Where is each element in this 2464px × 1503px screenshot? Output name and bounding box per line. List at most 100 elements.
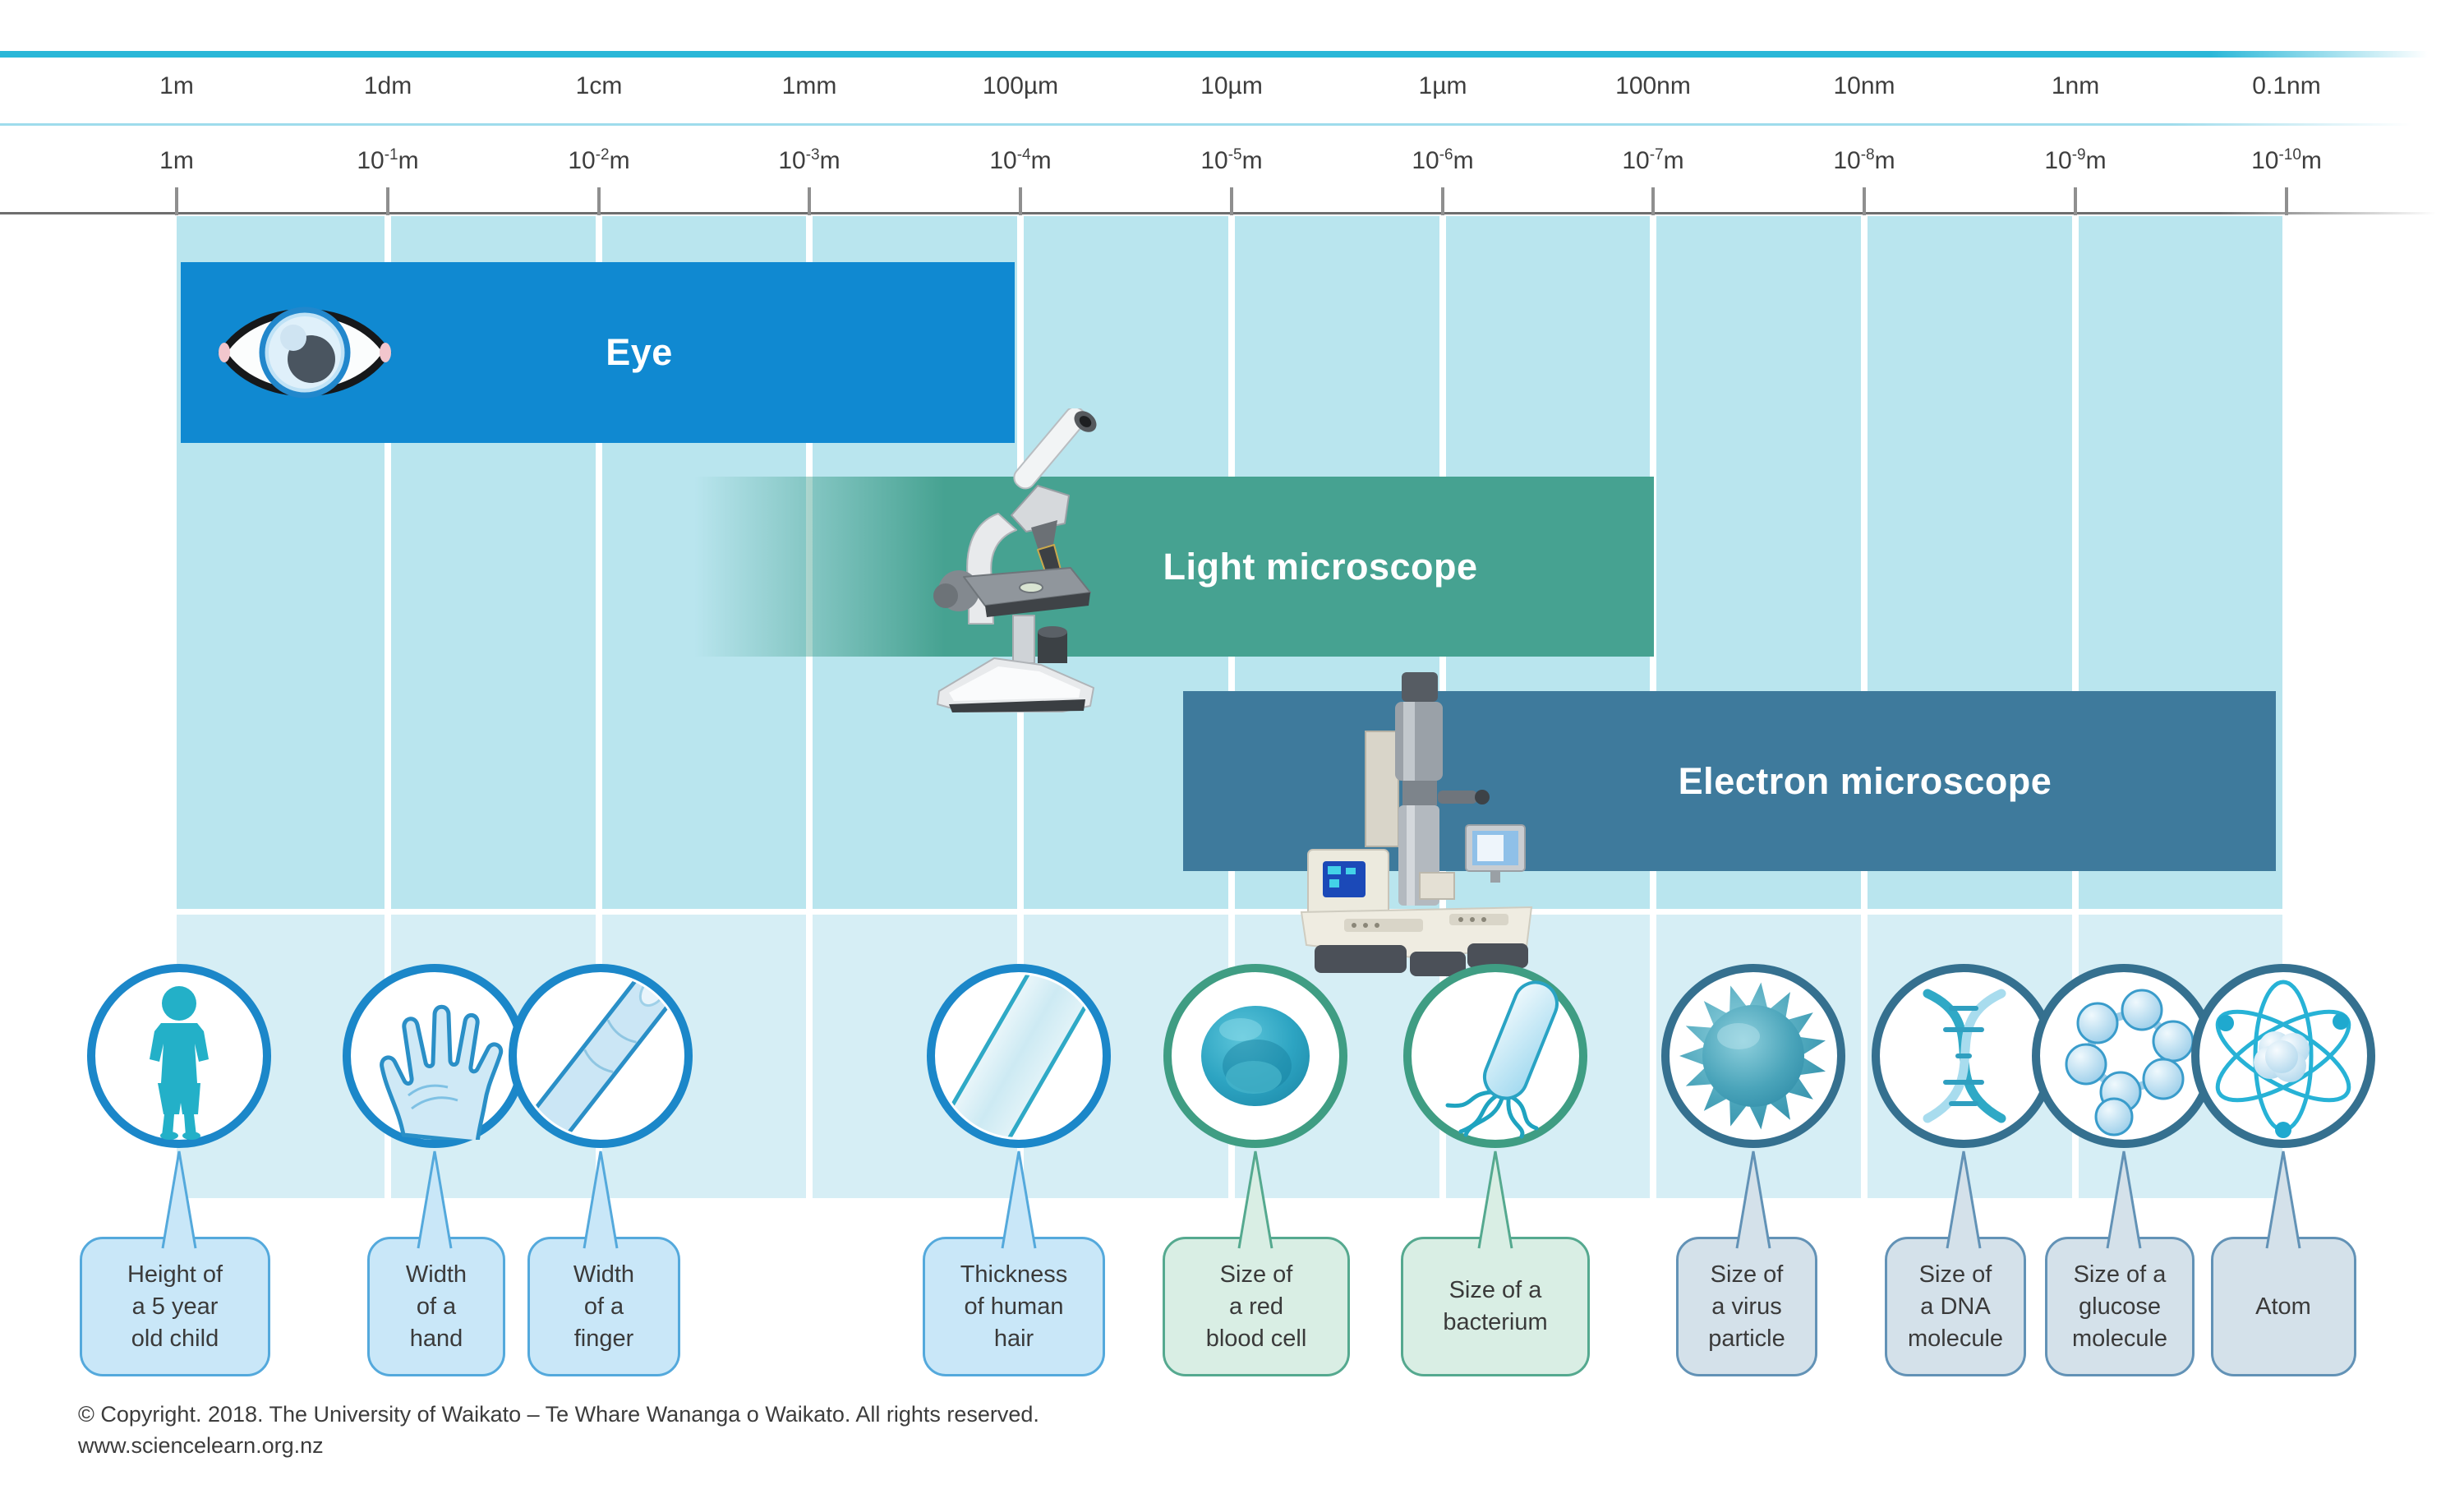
power-unit: m xyxy=(1663,147,1684,174)
callout-line: Atom xyxy=(2255,1293,2311,1320)
callout-line: molecule xyxy=(2071,1325,2168,1352)
power-exponent: -1 xyxy=(384,146,398,164)
callout-line: bacterium xyxy=(1443,1309,1548,1335)
axis-power-label: 10-5m xyxy=(1200,146,1262,175)
callout-pointer xyxy=(1237,1149,1273,1249)
callout-bacterium: Size of a bacterium xyxy=(1401,1237,1590,1376)
axis-size-label: 1mm xyxy=(781,72,837,99)
power-unit: m xyxy=(398,147,419,174)
axis-power-label: 10-1m xyxy=(357,146,418,175)
power-unit: m xyxy=(1453,147,1474,174)
hair-circle xyxy=(927,964,1111,1148)
callout-line: Size of a xyxy=(1448,1277,1542,1303)
axis-power-label: 10-8m xyxy=(1833,146,1895,175)
axis-power-label: 10-6m xyxy=(1412,146,1473,175)
gridline xyxy=(806,915,813,1198)
callout-line: a red xyxy=(1228,1293,1284,1320)
copyright-text: © Copyright. 2018. The University of Wai… xyxy=(78,1402,1039,1427)
power-exponent: -6 xyxy=(1439,146,1453,164)
axis-size-label: 0.1nm xyxy=(2252,72,2321,99)
axis-divider-line xyxy=(0,123,2420,126)
gridline xyxy=(1861,216,1868,909)
power-base: 10 xyxy=(2251,147,2279,174)
gridline xyxy=(1650,915,1656,1198)
callout-line: Size of xyxy=(1918,1261,1992,1288)
callout-pointer xyxy=(161,1149,197,1249)
virus-circle xyxy=(1661,964,1845,1148)
power-unit: m xyxy=(2085,147,2107,174)
callout-line: of human xyxy=(964,1293,1064,1320)
callout-line: Size of a xyxy=(2073,1261,2167,1288)
axis-power-label: 1m xyxy=(159,146,194,175)
eye-icon xyxy=(218,307,392,399)
power-unit: m xyxy=(819,147,841,174)
power-unit: m xyxy=(1030,147,1052,174)
light-bar-label: Light microscope xyxy=(1163,545,1478,588)
glucose-circle xyxy=(2032,964,2216,1148)
axis-baseline xyxy=(0,212,2448,214)
dna-circle xyxy=(1872,964,2056,1148)
callout-line: hair xyxy=(993,1325,1034,1352)
callout-line: Height of xyxy=(127,1261,223,1288)
axis-size-label: 100nm xyxy=(1615,72,1691,99)
power-unit: m xyxy=(1874,147,1895,174)
axis-tick xyxy=(386,187,389,215)
callout-line: finger xyxy=(573,1325,634,1352)
axis-power-label: 10-10m xyxy=(2251,146,2322,175)
axis-size-label: 1nm xyxy=(2051,72,2100,99)
callout-line: Thickness xyxy=(960,1261,1068,1288)
axis-size-label: 1dm xyxy=(363,72,412,99)
power-base: 10 xyxy=(989,147,1017,174)
finger-circle xyxy=(509,964,693,1148)
power-exponent: -7 xyxy=(1649,146,1664,164)
power-unit: m xyxy=(609,147,630,174)
power-unit: m xyxy=(1241,147,1263,174)
callout-line: molecule xyxy=(1907,1325,2004,1352)
callout-pointer xyxy=(1735,1149,1771,1249)
atom-circle xyxy=(2191,964,2375,1148)
power-unit: m xyxy=(173,147,194,174)
callout-line: Size of xyxy=(1219,1261,1293,1288)
callout-line: hand xyxy=(409,1325,463,1352)
power-base: 10 xyxy=(1833,147,1861,174)
axis-size-label: 1µm xyxy=(1418,72,1467,99)
electron-bar-label: Electron microscope xyxy=(1678,759,2052,802)
axis-size-label: 10µm xyxy=(1200,72,1263,99)
axis-tick xyxy=(808,187,811,215)
electron-microscope-illustration xyxy=(1300,672,1533,976)
power-exponent: -8 xyxy=(1860,146,1875,164)
callout-line: of a xyxy=(583,1293,624,1320)
power-exponent: -10 xyxy=(2278,146,2301,164)
axis-size-label: 100µm xyxy=(982,72,1059,99)
callout-line: Size of xyxy=(1710,1261,1784,1288)
axis-size-label: 1cm xyxy=(575,72,623,99)
axis-size-label: 1m xyxy=(159,72,194,99)
gridline xyxy=(2072,216,2079,909)
power-exponent: -9 xyxy=(2071,146,2086,164)
eye-bar-label: Eye xyxy=(606,331,673,373)
power-base: 10 xyxy=(1412,147,1439,174)
power-exponent: -3 xyxy=(805,146,820,164)
axis-tick xyxy=(1441,187,1444,215)
callout-line: a virus xyxy=(1711,1293,1782,1320)
axis-power-label: 10-3m xyxy=(778,146,840,175)
red-blood-cell-circle xyxy=(1163,964,1347,1148)
callout-hair: Thickness of human hair xyxy=(923,1237,1105,1376)
light-microscope-illustration xyxy=(933,408,1097,712)
power-base: 10 xyxy=(778,147,806,174)
top-accent-line xyxy=(0,51,2436,58)
callout-atom: Atom xyxy=(2210,1237,2356,1376)
axis-tick xyxy=(1019,187,1022,215)
axis-tick xyxy=(1863,187,1866,215)
callout-pointer xyxy=(1477,1149,1513,1249)
axis-power-label: 10-2m xyxy=(568,146,629,175)
axis-power-label: 10-7m xyxy=(1622,146,1683,175)
callout-line: blood cell xyxy=(1205,1325,1307,1352)
axis-tick xyxy=(597,187,601,215)
callout-pointer xyxy=(1001,1149,1037,1249)
